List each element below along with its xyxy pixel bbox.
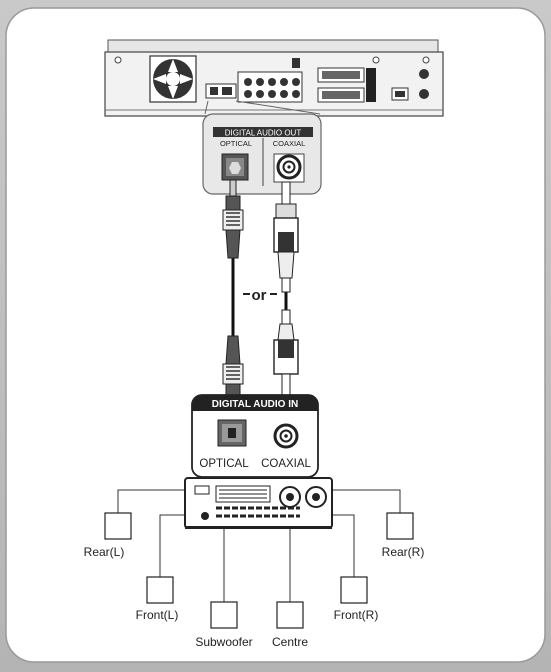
- or-label: or: [252, 287, 267, 304]
- audio-jacks-icon: [205, 58, 303, 103]
- coaxial-cable: [273, 181, 299, 432]
- speaker-rear-left-icon: [104, 512, 132, 540]
- digital-audio-out-panel: DIGITAL AUDIO OUT OPTICAL COAXIAL: [202, 113, 322, 195]
- speaker-front-left-icon: [146, 576, 174, 604]
- speaker-front-left-label: Front(L): [136, 608, 179, 622]
- coaxial-in-port-icon: [273, 423, 299, 449]
- speaker-wires: [117, 489, 401, 602]
- coaxial-out-port-icon: [273, 153, 305, 183]
- speaker-subwoofer-icon: [210, 601, 238, 629]
- speaker-centre-icon: [276, 601, 304, 629]
- speaker-front-right-icon: [340, 576, 368, 604]
- player-optical-label: OPTICAL: [220, 139, 252, 148]
- speaker-centre-label: Centre: [272, 635, 308, 649]
- receiver-optical-label: OPTICAL: [199, 458, 249, 470]
- speaker-subwoofer-label: Subwoofer: [195, 635, 252, 649]
- content-panel: [5, 7, 546, 663]
- digital-audio-out-title: DIGITAL AUDIO OUT: [225, 129, 302, 138]
- cooling-fan-icon: [149, 55, 197, 103]
- scart-connector-icon: [317, 67, 376, 103]
- player-coaxial-label: COAXIAL: [273, 139, 306, 148]
- receiver-coaxial-label: COAXIAL: [261, 458, 311, 470]
- speaker-rear-right-label: Rear(R): [382, 545, 425, 559]
- speaker-rear-right-icon: [386, 512, 414, 540]
- or-connector: or: [243, 287, 277, 304]
- dvd-player-rear-panel: [104, 39, 444, 117]
- speaker-rear-left-label: Rear(L): [84, 545, 125, 559]
- antenna-connector-icon: [391, 69, 429, 101]
- optical-in-port-icon: [217, 419, 247, 447]
- speaker-front-right-label: Front(R): [334, 608, 379, 622]
- digital-audio-in-panel: DIGITAL AUDIO IN OPTICAL COAXIAL: [191, 394, 319, 478]
- av-receiver-icon: [184, 477, 333, 529]
- digital-audio-in-title: DIGITAL AUDIO IN: [212, 399, 298, 410]
- optical-out-port-icon: [221, 153, 249, 181]
